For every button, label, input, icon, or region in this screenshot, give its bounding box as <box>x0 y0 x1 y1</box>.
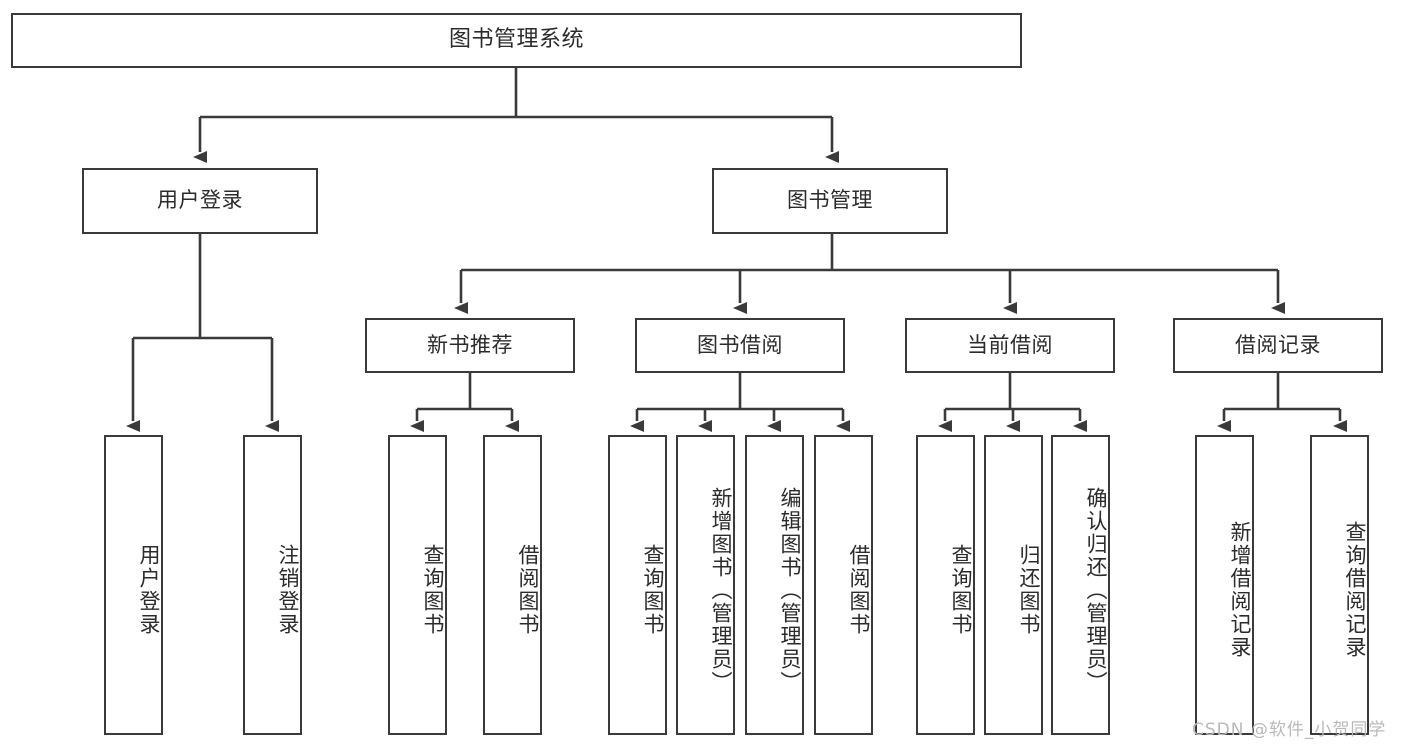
leaf-query-borrow-record[interactable]: 查询借阅记录 <box>1310 435 1369 735</box>
node-label: 确认归还（管理员） <box>1084 486 1108 694</box>
leaf-query-book-current[interactable]: 查询图书 <box>916 435 975 735</box>
csdn-watermark: CSDN @软件_小贺同学 <box>1192 720 1387 740</box>
node-label: 借阅图书 <box>847 544 871 636</box>
node-label: 图书管理系统 <box>448 27 584 53</box>
node-label: 当前借阅 <box>967 332 1053 357</box>
leaf-query-book-borrow[interactable]: 查询图书 <box>608 435 667 735</box>
node-label: 注销登录 <box>276 544 300 636</box>
node-label: 查询借阅记录 <box>1343 521 1367 659</box>
node-label: 图书借阅 <box>697 332 783 357</box>
leaf-user-login[interactable]: 用户登录 <box>104 435 163 735</box>
node-label: 查询图书 <box>949 544 973 636</box>
node-label: 新书推荐 <box>427 332 513 357</box>
leaf-add-book-admin[interactable]: 新增图书（管理员） <box>676 435 735 735</box>
node-label: 用户登录 <box>137 544 161 636</box>
node-label: 借阅图书 <box>516 544 540 636</box>
leaf-borrow-book-recommend[interactable]: 借阅图书 <box>483 435 542 735</box>
node-book-management[interactable]: 图书管理 <box>712 168 948 234</box>
leaf-borrow-book[interactable]: 借阅图书 <box>814 435 873 735</box>
leaf-add-borrow-record[interactable]: 新增借阅记录 <box>1195 435 1254 735</box>
node-borrow-record[interactable]: 借阅记录 <box>1173 318 1383 373</box>
leaf-confirm-return-admin[interactable]: 确认归还（管理员） <box>1051 435 1110 735</box>
node-label: 新增借阅记录 <box>1228 521 1252 659</box>
node-book-borrow[interactable]: 图书借阅 <box>635 318 845 373</box>
node-label: 新增图书（管理员） <box>709 486 733 694</box>
leaf-return-book[interactable]: 归还图书 <box>984 435 1043 735</box>
node-label: 用户登录 <box>157 188 243 213</box>
leaf-logout[interactable]: 注销登录 <box>243 435 302 735</box>
leaf-query-book-recommend[interactable]: 查询图书 <box>388 435 447 735</box>
node-label: 借阅记录 <box>1235 332 1321 357</box>
node-label: 编辑图书（管理员） <box>778 486 802 694</box>
node-label: 查询图书 <box>421 544 445 636</box>
node-user-login[interactable]: 用户登录 <box>82 168 318 234</box>
node-label: 查询图书 <box>641 544 665 636</box>
node-label: 图书管理 <box>787 188 873 213</box>
node-root-book-management-system[interactable]: 图书管理系统 <box>11 13 1022 68</box>
leaf-edit-book-admin[interactable]: 编辑图书（管理员） <box>745 435 804 735</box>
node-current-borrow[interactable]: 当前借阅 <box>905 318 1115 373</box>
node-label: 归还图书 <box>1017 544 1041 636</box>
node-new-book-recommend[interactable]: 新书推荐 <box>365 318 575 373</box>
